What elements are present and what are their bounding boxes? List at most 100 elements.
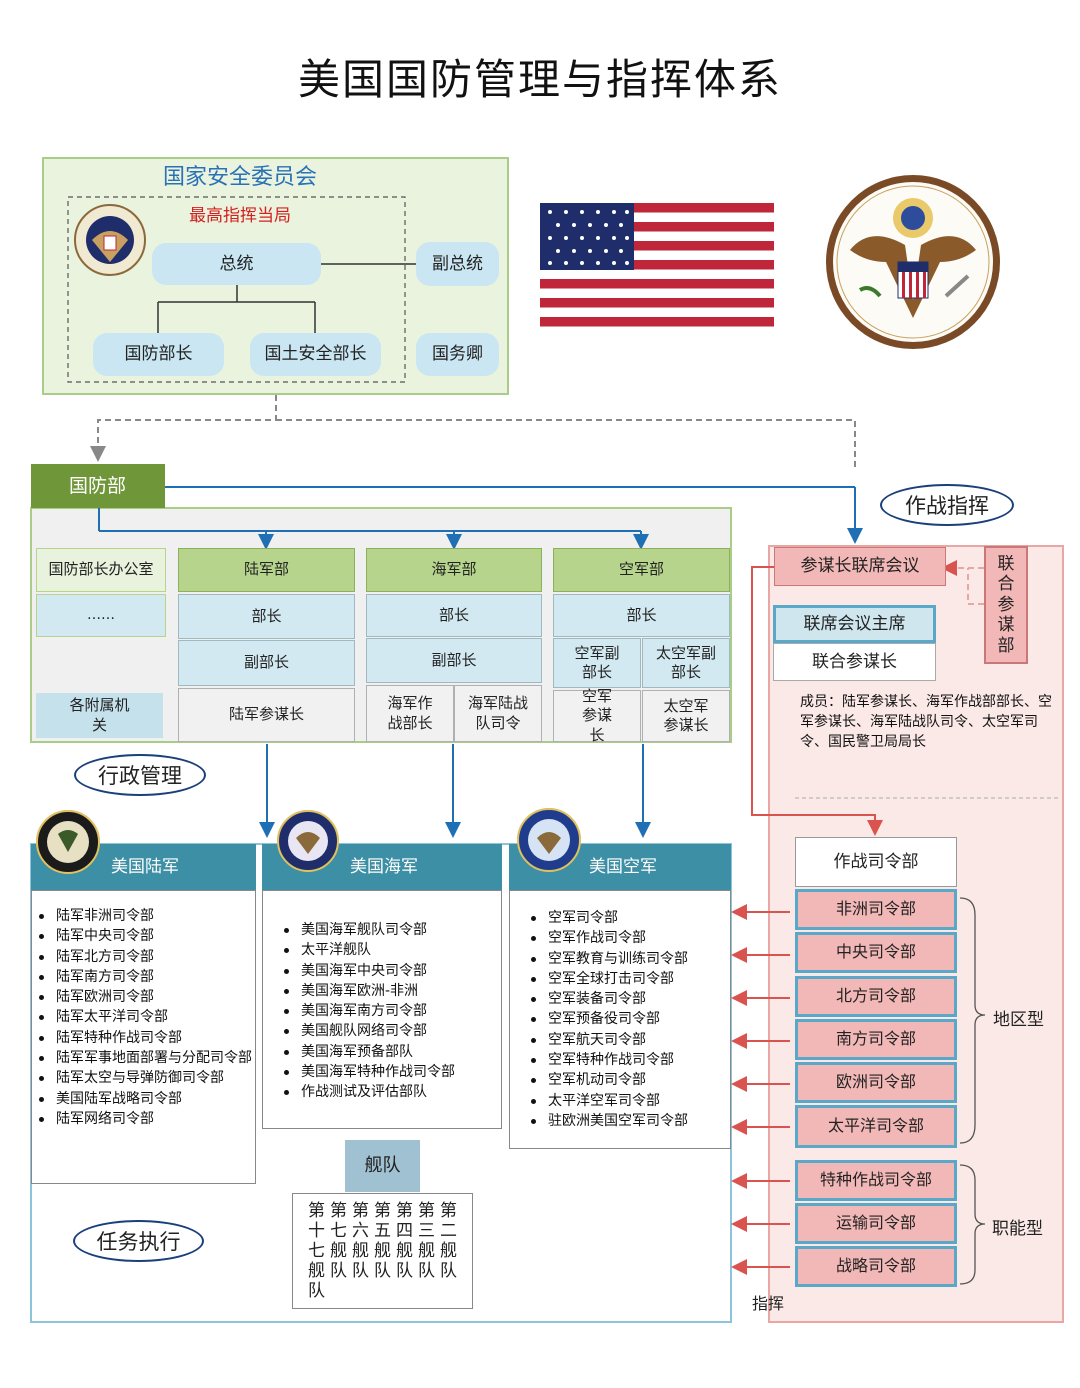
- joint-staff-node: 联合参谋部: [984, 546, 1028, 664]
- navy-item: 作战测试及评估部队: [277, 1082, 501, 1102]
- fleet-item: 第十七舰队: [308, 1201, 325, 1301]
- office-more: ……: [36, 594, 166, 637]
- navy-item: 美国舰队网络司令部: [277, 1021, 501, 1041]
- agencies-box: 各附属机关: [36, 693, 163, 738]
- navy-item: 美国海军南方司令部: [277, 1001, 501, 1021]
- centcom: 中央司令部: [795, 932, 957, 973]
- army-deputy: 副部长: [178, 640, 355, 686]
- army-item: 陆军特种作战司令部: [32, 1028, 255, 1048]
- navy-item: 太平洋舰队: [277, 940, 501, 960]
- fleet-header: 舰队: [345, 1140, 420, 1192]
- fleet-item: 第七舰队: [330, 1201, 347, 1281]
- jcs-vice: 联合参谋长: [773, 643, 936, 681]
- army-minister: 部长: [178, 594, 355, 639]
- army-item: 陆军太空与导弹防御司令部: [32, 1068, 255, 1088]
- army-item: 美国陆军战略司令部: [32, 1089, 255, 1109]
- airforce-item: 驻欧洲美国空军司令部: [524, 1111, 730, 1131]
- army-item: 陆军网络司令部: [32, 1109, 255, 1129]
- sec-homeland-node: 国土安全部长: [250, 333, 381, 376]
- regional-label: 地区型: [993, 1010, 1044, 1030]
- airforce-item: 空军装备司令部: [524, 989, 730, 1009]
- nsc-title: 国家安全委员会: [162, 164, 317, 190]
- admin-label: 行政管理: [74, 754, 206, 796]
- army-list-box: 陆军非洲司令部陆军中央司令部陆军北方司令部陆军南方司令部陆军欧洲司令部陆军太平洋…: [31, 890, 256, 1184]
- president-node: 总统: [152, 243, 321, 285]
- navy-item: 美国海军预备部队: [277, 1042, 501, 1062]
- africom: 非洲司令部: [795, 889, 957, 930]
- airforce-header: 美国空军: [509, 844, 731, 890]
- navy-item: 美国海军欧洲-非洲: [277, 981, 501, 1001]
- eucom: 欧洲司令部: [795, 1062, 957, 1103]
- navy-list-box: 美国海军舰队司令部太平洋舰队美国海军中央司令部美国海军欧洲-非洲美国海军南方司令…: [262, 890, 502, 1129]
- army-item: 陆军欧洲司令部: [32, 987, 255, 1007]
- army-dept-header: 陆军部: [178, 548, 355, 592]
- functional-label: 职能型: [992, 1219, 1043, 1239]
- airforce-item: 空军教育与训练司令部: [524, 949, 730, 969]
- airforce-list: 空军司令部空军作战司令部空军教育与训练司令部空军全球打击司令部空军装备司令部空军…: [524, 908, 730, 1131]
- airforce-item: 太平洋空军司令部: [524, 1091, 730, 1111]
- ops-title: 作战司令部: [795, 837, 957, 887]
- stratcom: 战略司令部: [795, 1246, 957, 1287]
- airforce-item: 空军机动司令部: [524, 1070, 730, 1090]
- page-title: 美国国防管理与指挥体系: [297, 55, 782, 104]
- airforce-item: 空军航天司令部: [524, 1030, 730, 1050]
- army-header: 美国陆军: [31, 844, 256, 890]
- fleet-list: 第十七舰队第七舰队第六舰队第五舰队第四舰队第三舰队第二舰队: [308, 1201, 457, 1301]
- mission-label: 任务执行: [73, 1220, 204, 1262]
- army-item: 陆军南方司令部: [32, 967, 255, 987]
- fleet-item: 第三舰队: [418, 1201, 435, 1281]
- navy-deputy: 副部长: [366, 638, 542, 683]
- sec-defense-node: 国防部长: [93, 333, 224, 376]
- navy-item: 美国海军舰队司令部: [277, 920, 501, 940]
- jcs-node: 参谋长联席会议: [774, 547, 946, 586]
- fleet-item: 第四舰队: [396, 1201, 413, 1281]
- navy-item: 美国海军中央司令部: [277, 961, 501, 981]
- command-label: 指挥: [752, 1294, 785, 1313]
- sec-state-node: 国务卿: [416, 333, 499, 376]
- af-chief: 空军参谋长: [553, 687, 641, 744]
- dod-title: 国防部: [31, 464, 165, 508]
- space-deputy: 太空军副部长: [642, 638, 730, 688]
- af-deputy: 空军副部长: [553, 638, 641, 688]
- airforce-list-box: 空军司令部空军作战司令部空军教育与训练司令部空军全球打击司令部空军装备司令部空军…: [509, 890, 731, 1149]
- af-minister: 部长: [553, 594, 730, 637]
- army-list: 陆军非洲司令部陆军中央司令部陆军北方司令部陆军南方司令部陆军欧洲司令部陆军太平洋…: [32, 906, 255, 1129]
- airforce-item: 空军司令部: [524, 908, 730, 928]
- navy-cno: 海军作战部长: [366, 685, 454, 742]
- great-seal-icon: [826, 175, 1000, 349]
- vice-president-node: 副总统: [416, 242, 499, 286]
- jcs-chairman: 联席会议主席: [773, 605, 936, 643]
- airforce-item: 空军预备役司令部: [524, 1009, 730, 1029]
- army-chief: 陆军参谋长: [178, 688, 355, 742]
- jcs-members: 成员：陆军参谋长、海军作战部部长、空军参谋长、海军陆战队司令、太空军司令、国民警…: [800, 694, 1052, 750]
- socom: 特种作战司令部: [795, 1160, 957, 1201]
- fleet-box: 第十七舰队第七舰队第六舰队第五舰队第四舰队第三舰队第二舰队: [292, 1193, 473, 1309]
- army-item: 陆军非洲司令部: [32, 906, 255, 926]
- fleet-item: 第二舰队: [440, 1201, 457, 1281]
- navy-minister: 部长: [366, 594, 542, 637]
- transcom: 运输司令部: [795, 1203, 957, 1244]
- fleet-item: 第五舰队: [374, 1201, 391, 1281]
- pacom: 太平洋司令部: [795, 1105, 957, 1148]
- ops-command-label: 作战指挥: [880, 484, 1014, 526]
- northcom: 北方司令部: [795, 976, 957, 1017]
- airforce-item: 空军作战司令部: [524, 928, 730, 948]
- navy-list: 美国海军舰队司令部太平洋舰队美国海军中央司令部美国海军欧洲-非洲美国海军南方司令…: [277, 920, 501, 1103]
- navy-dept-header: 海军部: [366, 548, 542, 592]
- navy-cmc: 海军陆战队司令: [454, 685, 542, 742]
- af-dept-header: 空军部: [553, 548, 730, 592]
- southcom: 南方司令部: [795, 1019, 957, 1060]
- nca-label: 最高指挥当局: [189, 205, 291, 226]
- army-item: 陆军太平洋司令部: [32, 1007, 255, 1027]
- navy-item: 美国海军特种作战司令部: [277, 1062, 501, 1082]
- airforce-item: 空军特种作战司令部: [524, 1050, 730, 1070]
- navy-header: 美国海军: [262, 844, 502, 890]
- army-item: 陆军中央司令部: [32, 926, 255, 946]
- sec-office: 国防部长办公室: [36, 548, 166, 592]
- fleet-item: 第六舰队: [352, 1201, 369, 1281]
- airforce-item: 空军全球打击司令部: [524, 969, 730, 989]
- army-item: 陆军北方司令部: [32, 947, 255, 967]
- army-item: 陆军军事地面部署与分配司令部: [32, 1048, 255, 1068]
- presidential-seal-icon: [74, 204, 146, 276]
- us-flag-icon: [540, 203, 774, 327]
